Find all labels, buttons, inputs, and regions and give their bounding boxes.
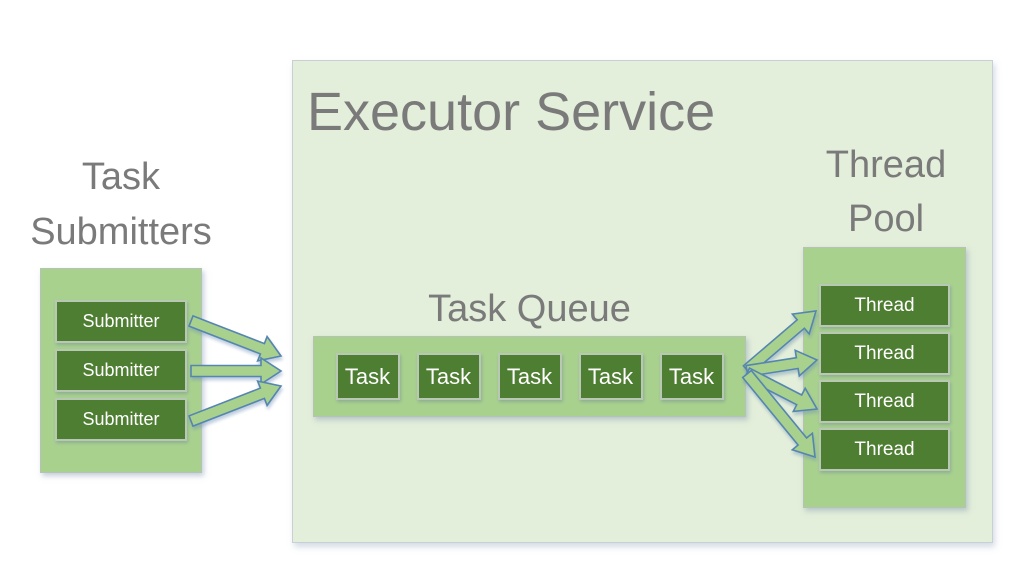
arrow-submitter1-to-queue [187,314,283,362]
task-box: Task [335,353,400,400]
task-queue-container: Task Task Task Task Task [313,336,746,417]
thread-box: Thread [819,380,950,423]
task-box: Task [416,353,481,400]
task-queue-label: Task Queue [428,288,631,330]
task-box: Task [497,353,562,400]
executor-service-title: Executor Service [307,82,716,142]
thread-box: Thread [819,284,950,327]
arrow-submitter2-to-queue [190,356,283,386]
submitter-box: Submitter [55,398,187,441]
task-box: Task [659,353,724,400]
arrow-submitter3-to-queue [187,380,283,428]
thread-pool-label: Thread Pool [825,144,947,240]
submitter-box: Submitter [55,349,187,392]
submitter-box: Submitter [55,300,187,343]
task-box: Task [578,353,643,400]
thread-box: Thread [819,332,950,375]
task-submitters-label: Task Submitters [30,156,212,253]
task-submitters-container: Submitter Submitter Submitter [40,268,202,473]
thread-pool-container: Thread Thread Thread Thread [803,247,966,508]
thread-box: Thread [819,428,950,471]
